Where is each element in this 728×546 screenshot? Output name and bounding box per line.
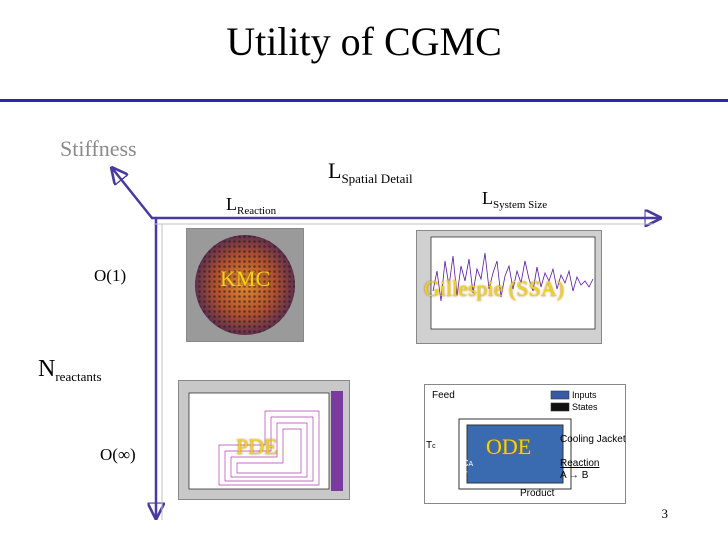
kmc-label: KMC	[220, 266, 271, 291]
ca-label: CA	[462, 458, 474, 468]
n-reactants-label: Nreactants	[38, 356, 102, 384]
product-label: Product	[520, 488, 555, 499]
kmc-image	[186, 228, 304, 342]
page-number: 3	[661, 506, 669, 521]
reaction-label: Reaction	[560, 458, 600, 469]
t-label: T	[462, 470, 468, 480]
ode-reactor-diagram	[424, 384, 626, 504]
stiffness-label: Stiffness	[60, 136, 137, 161]
title-divider	[0, 99, 728, 102]
gillespie-plot-image	[416, 230, 602, 344]
reaction-equation: A → B	[560, 470, 589, 481]
oinf-label: O(∞)	[100, 445, 136, 464]
l-reaction-label: LReaction	[226, 194, 277, 217]
cooling-jacket-label: Cooling Jacket	[560, 434, 626, 445]
slide-title: Utility of CGMC	[226, 19, 502, 64]
ode-label: ODE	[486, 434, 532, 459]
feed-label: Feed	[432, 390, 455, 401]
states-legend-label: States	[572, 402, 598, 412]
gillespie-label: Gillespie (SSA)	[424, 276, 564, 301]
pde-label: PDE	[236, 434, 278, 459]
l-system-size-label: LSystem Size	[482, 188, 548, 211]
inputs-legend-label: Inputs	[572, 390, 597, 400]
pde-contour-image	[178, 380, 350, 500]
stiffness-axis-arrow	[112, 168, 154, 220]
l-spatial-detail-label: LSpatial Detail	[328, 158, 413, 186]
o1-label: O(1)	[94, 266, 127, 285]
tc-label: Tc	[426, 440, 436, 451]
